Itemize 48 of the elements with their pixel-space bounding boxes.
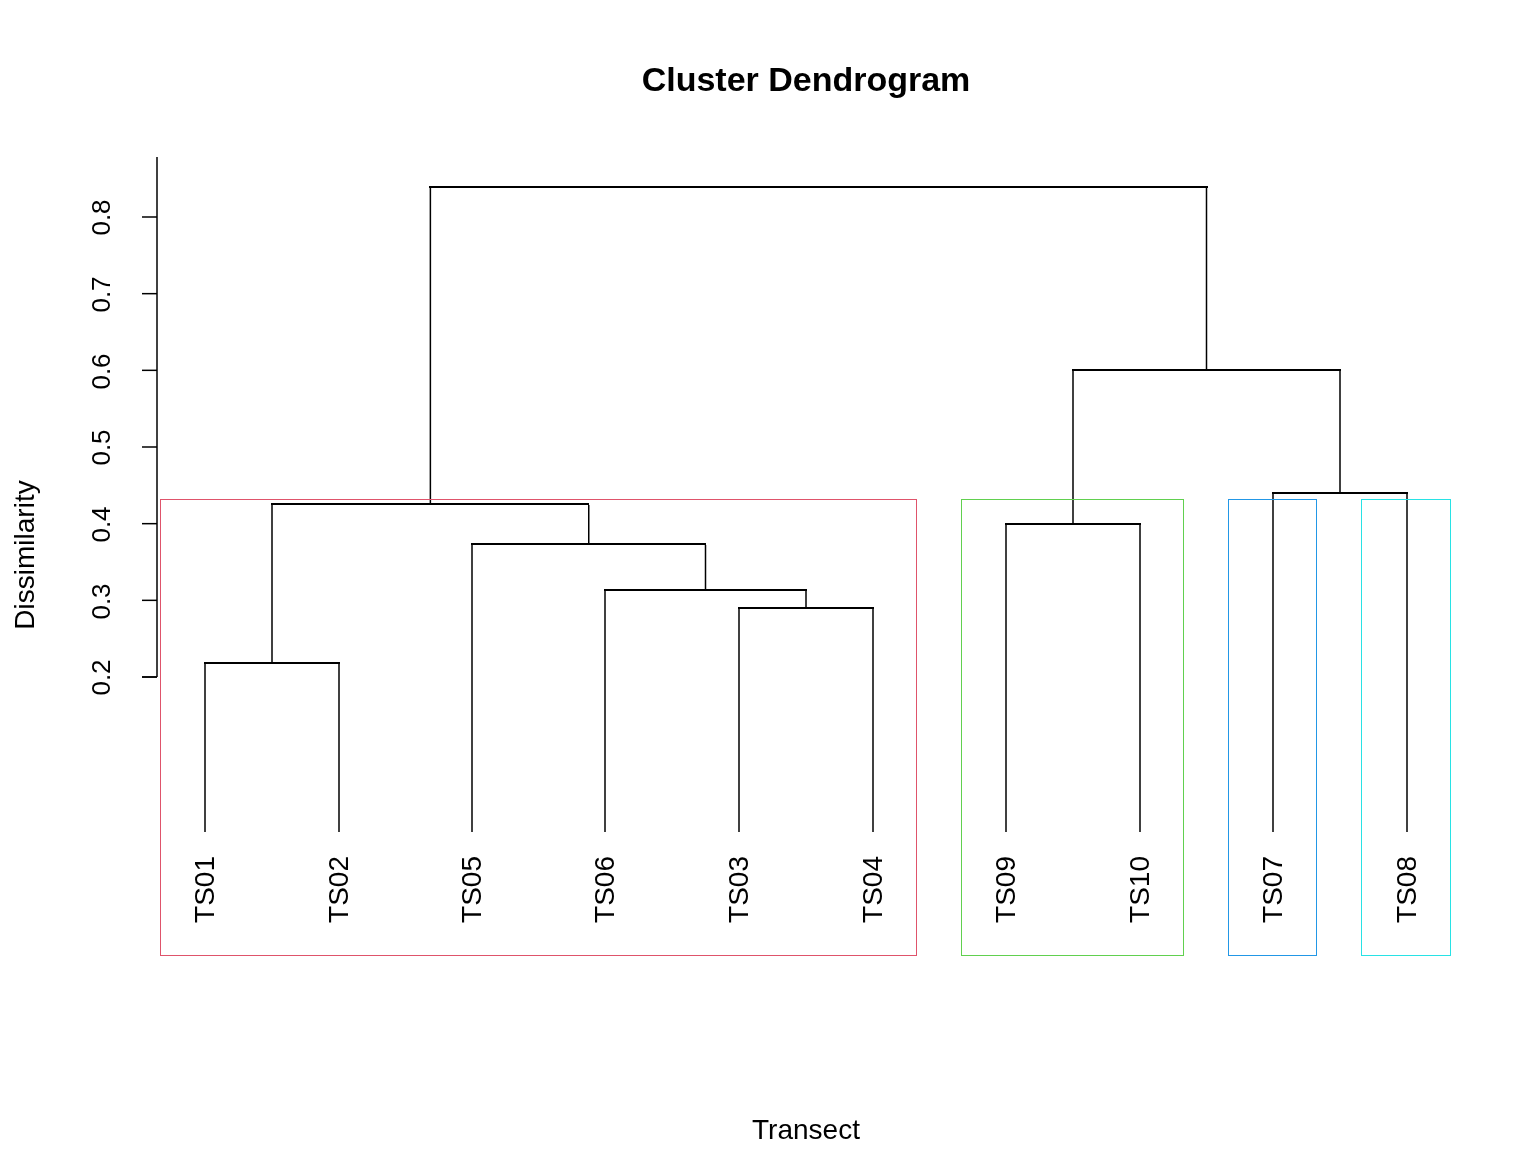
dendrogram-branch bbox=[338, 663, 340, 833]
chart-title: Cluster Dendrogram bbox=[640, 60, 972, 99]
dendrogram-branch bbox=[1139, 524, 1141, 833]
dendrogram-branch bbox=[704, 544, 707, 590]
dendrogram-branch bbox=[204, 663, 206, 833]
dendrogram-branch bbox=[1072, 370, 1074, 524]
dendrogram-branch bbox=[471, 544, 473, 833]
dendrogram-branch bbox=[805, 590, 807, 608]
merge-bar bbox=[1004, 522, 1141, 525]
dendrogram-branch bbox=[1406, 493, 1408, 833]
leaf-label: TS09 bbox=[989, 831, 1022, 923]
tick-label: 0.5 bbox=[85, 428, 117, 466]
tick-label: 0.2 bbox=[85, 658, 117, 696]
merge-bar bbox=[270, 502, 590, 505]
leaf-label: TS03 bbox=[722, 831, 755, 923]
cluster-box bbox=[1361, 499, 1451, 956]
axis-title: Dissimilarity bbox=[9, 480, 41, 630]
dendrogram-branch bbox=[1339, 370, 1341, 493]
dendrogram-branch bbox=[429, 187, 432, 504]
leaf-label: TS01 bbox=[188, 831, 221, 923]
leaf-label: TS02 bbox=[322, 831, 355, 923]
merge-bar bbox=[603, 588, 807, 591]
tick-label: 0.4 bbox=[85, 505, 117, 543]
cluster-box bbox=[1228, 499, 1317, 956]
cluster-box bbox=[160, 499, 917, 956]
dendrogram-branch bbox=[872, 608, 874, 833]
merge-bar bbox=[737, 606, 874, 609]
leaf-label: TS05 bbox=[455, 831, 488, 923]
tick-label: 0.6 bbox=[85, 352, 117, 390]
leaf-label: TS07 bbox=[1256, 831, 1289, 923]
axis-title: Transect bbox=[752, 1114, 860, 1146]
merge-bar bbox=[203, 661, 340, 664]
leaf-label: TS08 bbox=[1390, 831, 1423, 923]
cluster-box bbox=[961, 499, 1184, 956]
merge-bar bbox=[470, 542, 706, 545]
dendrogram-branch bbox=[604, 590, 606, 833]
dendrogram-branch bbox=[1005, 524, 1007, 833]
tick-label: 0.7 bbox=[85, 275, 117, 313]
dendrogram-branch bbox=[271, 504, 273, 663]
tick-label: 0.3 bbox=[85, 582, 117, 620]
dendrogram-branch bbox=[738, 608, 740, 833]
leaf-label: TS06 bbox=[588, 831, 621, 923]
leaf-label: TS04 bbox=[856, 831, 889, 923]
dendrogram-branch bbox=[1205, 187, 1208, 370]
dendrogram-branch bbox=[588, 504, 590, 544]
dendrogram-branch bbox=[1272, 493, 1274, 833]
leaf-label: TS10 bbox=[1123, 831, 1156, 923]
tick-label: 0.8 bbox=[85, 198, 117, 236]
